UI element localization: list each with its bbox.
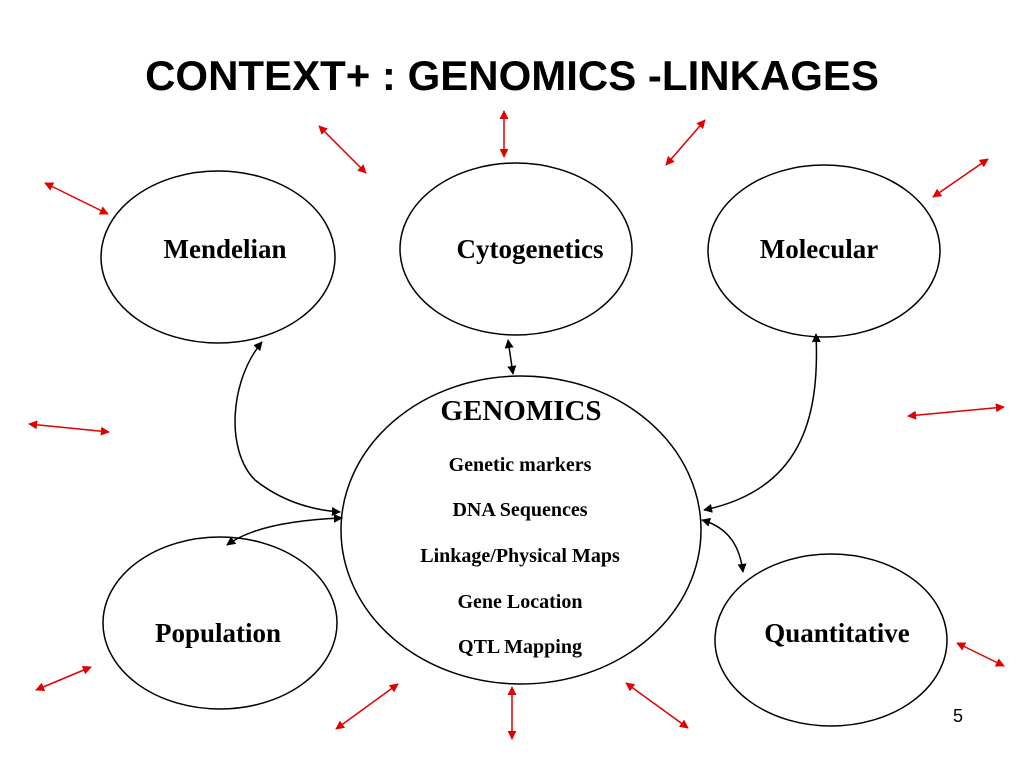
node-population: Population bbox=[102, 536, 338, 710]
quantitative-ellipse bbox=[714, 553, 948, 727]
quantitative-label: Quantitative bbox=[764, 618, 910, 648]
outer-arrow bbox=[44, 182, 109, 215]
link-molecular-genomics bbox=[703, 333, 821, 513]
link-genomics-population bbox=[226, 513, 343, 546]
node-quantitative: Quantitative bbox=[714, 553, 948, 727]
outer-arrow bbox=[318, 125, 367, 174]
outer-arrow bbox=[625, 682, 689, 729]
genomics-item: DNA Sequences bbox=[452, 499, 587, 521]
outer-arrow bbox=[335, 683, 399, 730]
cytogenetics-label: Cytogenetics bbox=[457, 234, 604, 264]
links bbox=[226, 333, 821, 573]
population-label: Population bbox=[155, 618, 281, 648]
page-number: 5 bbox=[952, 706, 963, 726]
outer-arrow bbox=[932, 158, 989, 198]
outer-arrows bbox=[28, 110, 1005, 740]
link-mendelian-genomics bbox=[234, 341, 341, 516]
outer-arrow bbox=[28, 420, 110, 436]
link-genomics-quantitative bbox=[701, 517, 747, 573]
node-molecular: Molecular bbox=[707, 164, 941, 338]
cytogenetics-ellipse bbox=[399, 162, 633, 336]
outer-arrow bbox=[907, 403, 1005, 420]
node-genomics: GENOMICS Genetic markers DNA Sequences L… bbox=[340, 375, 702, 685]
mendelian-label: Mendelian bbox=[163, 234, 286, 264]
molecular-label: Molecular bbox=[760, 234, 878, 264]
outer-arrow bbox=[35, 665, 92, 692]
genomics-item: QTL Mapping bbox=[458, 636, 582, 658]
molecular-ellipse bbox=[707, 164, 941, 338]
genomics-title: GENOMICS bbox=[440, 395, 601, 427]
node-cytogenetics: Cytogenetics bbox=[399, 162, 633, 336]
slide-title: CONTEXT+ : GENOMICS -LINKAGES bbox=[145, 52, 879, 99]
node-mendelian: Mendelian bbox=[100, 170, 336, 344]
genomics-item: Genetic markers bbox=[449, 454, 592, 476]
genomics-item: Gene Location bbox=[458, 591, 583, 613]
genomics-item: Linkage/Physical Maps bbox=[420, 545, 620, 567]
population-ellipse bbox=[102, 536, 338, 710]
outer-arrow bbox=[665, 119, 706, 166]
link-cytogenetics-genomics bbox=[504, 339, 517, 375]
outer-arrow bbox=[956, 642, 1005, 667]
mendelian-ellipse bbox=[100, 170, 336, 344]
